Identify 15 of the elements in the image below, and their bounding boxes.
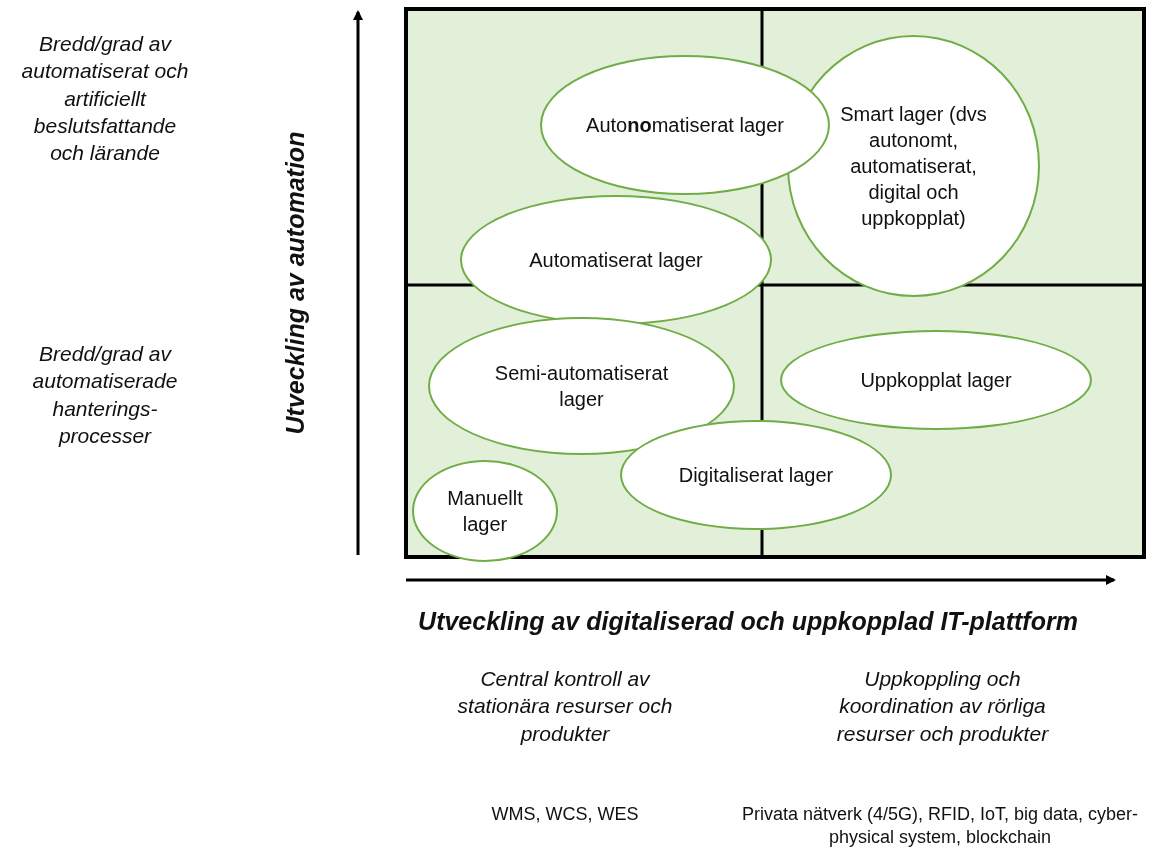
node-label: Digitaliserat lager — [677, 463, 835, 488]
node-label: Uppkopplat lager — [859, 368, 1013, 393]
axis-title: Utveckling av automation — [279, 131, 310, 435]
node-label: Autonomatiserat lager — [585, 113, 785, 138]
axis-description: Central kontroll av stationära resurser och produkter — [456, 666, 674, 747]
axis-description: Uppkoppling och koordination av rörliga resurser och produkter — [835, 666, 1050, 747]
node-label: Automatiserat lager — [528, 248, 704, 273]
node-label: Manuellt lager — [446, 486, 524, 537]
technology-list: Privata nätverk (4/5G), RFID, IoT, big data, cyber-physical system, blockchain — [720, 803, 1160, 850]
axis-description: Bredd/grad av automatiserat och artificiellt beslutsfattande och lärande — [20, 31, 190, 167]
axis-description: Bredd/grad av automatiserade hanterings-processer — [31, 341, 179, 449]
technology-list: WMS, WCS, WES — [460, 803, 670, 827]
node-label: Semi-automatiserat lager — [493, 361, 670, 412]
node-label: Smart lager (dvs autonomt, automatiserat, digital och uppkopplat) — [839, 102, 988, 231]
axis-title: Utveckling av digitaliserad och uppkopplad IT-plattform — [417, 606, 1079, 637]
